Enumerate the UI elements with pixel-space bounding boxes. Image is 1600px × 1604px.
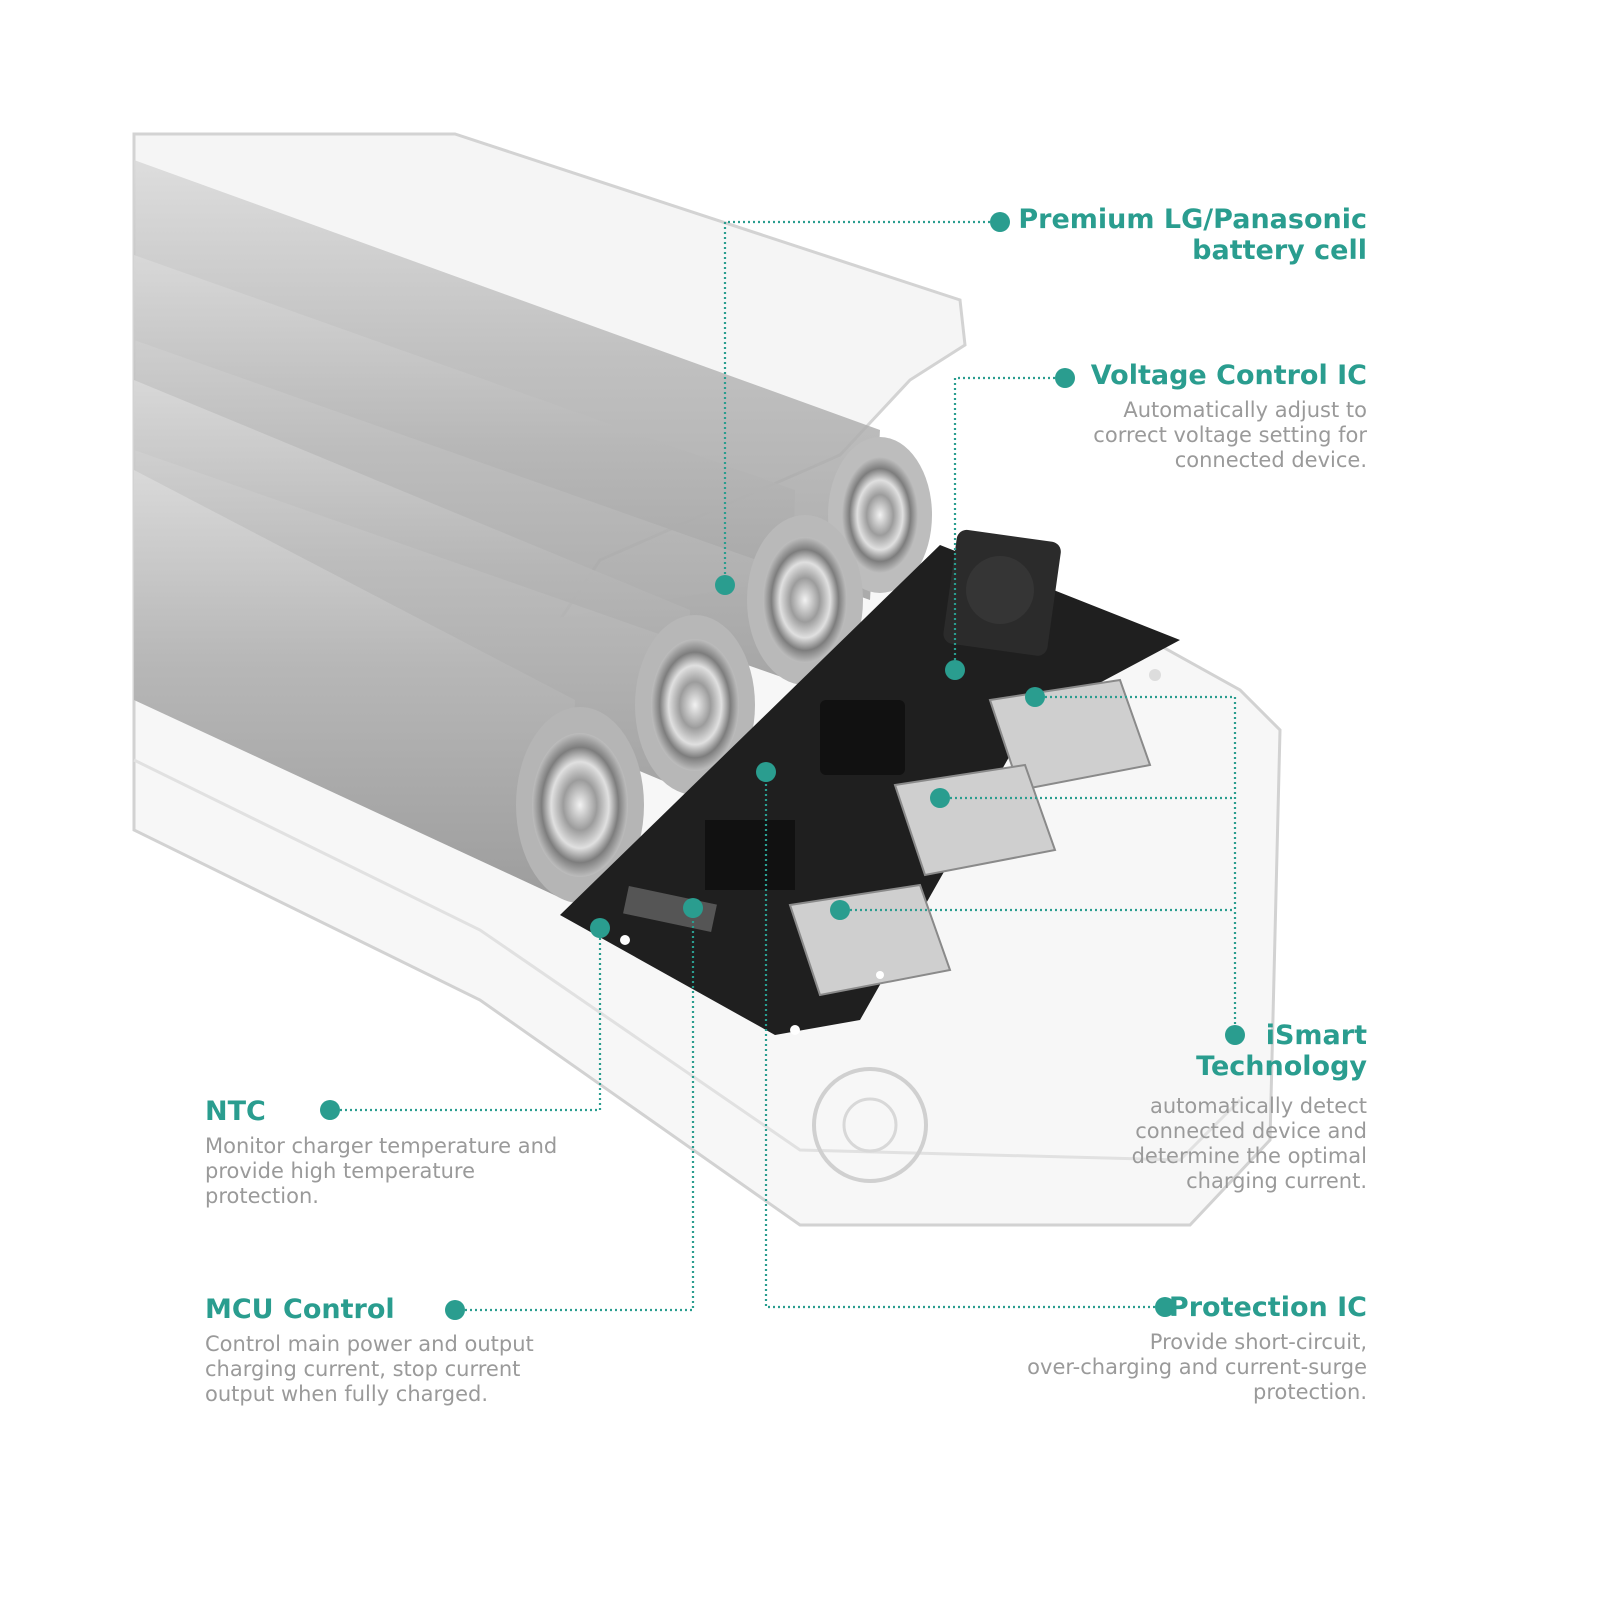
ntc-title: NTC xyxy=(205,1096,266,1127)
voltage-ic-title: Voltage Control IC xyxy=(1090,360,1367,391)
ismart-title: iSmart Technology xyxy=(1196,1020,1367,1082)
battery-cell-dot xyxy=(990,212,1010,232)
ismart-dot xyxy=(1225,1025,1245,1045)
protection-ic-description: Provide short-circuit, over-charging and… xyxy=(1027,1330,1367,1404)
voltage-ic-description: Automatically adjust to correct voltage … xyxy=(1093,398,1367,472)
mcu-title: MCU Control xyxy=(205,1294,395,1325)
leader-lines xyxy=(330,220,1237,1312)
ismart-anchor-dot-3 xyxy=(830,900,850,920)
protection-ic-title: Protection IC xyxy=(1168,1292,1367,1323)
battery-cells xyxy=(134,160,932,903)
protection-ic-anchor-dot xyxy=(756,762,776,782)
protection-ic-dot xyxy=(1155,1297,1175,1317)
ntc-description: Monitor charger temperature and provide … xyxy=(205,1134,558,1208)
ntc-dot xyxy=(320,1100,340,1120)
battery-cell-title: Premium LG/Panasonic battery cell xyxy=(1018,204,1367,266)
ismart-description: automatically detect connected device an… xyxy=(1131,1094,1367,1193)
mcu-description: Control main power and output charging c… xyxy=(205,1332,534,1406)
voltage-ic-anchor-dot xyxy=(945,660,965,680)
battery-cell-anchor-dot xyxy=(715,575,735,595)
voltage-ic-dot xyxy=(1055,368,1075,388)
ntc-anchor-dot xyxy=(590,918,610,938)
mcu-dot xyxy=(445,1300,465,1320)
ismart-anchor-dot-1 xyxy=(1025,687,1045,707)
callout-dots xyxy=(320,212,1245,1320)
mcu-anchor-dot xyxy=(683,898,703,918)
ismart-anchor-dot-2 xyxy=(930,788,950,808)
